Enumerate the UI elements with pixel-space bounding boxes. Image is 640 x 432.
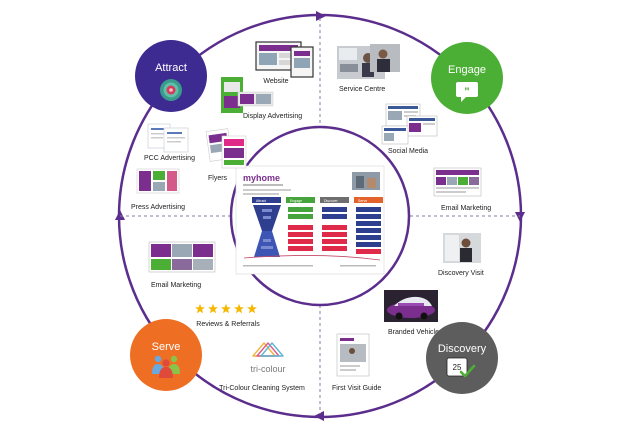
tricolour-logo-text: tri-colour <box>250 364 285 374</box>
ring-arrow-left <box>115 210 125 220</box>
calendar-number: 25 <box>453 363 462 372</box>
item-reviews-referrals: Reviews & Referrals <box>196 321 260 328</box>
item-email-marketing-left: Email Marketing <box>151 282 201 289</box>
center-brand: myhome <box>243 173 280 183</box>
ring-arrow-top <box>316 11 326 21</box>
item-first-visit-guide: First Visit Guide <box>332 385 381 392</box>
item-branded-vehicle: Branded Vehicle <box>388 329 439 336</box>
ring-arrow-right <box>515 212 525 222</box>
item-website: Website <box>263 78 288 85</box>
flyers-thumbnail <box>205 128 247 169</box>
pcc-advertising-thumbnail <box>147 123 189 153</box>
email-marketing-right-thumbnail <box>433 167 482 197</box>
star-icon <box>208 303 218 314</box>
center-panel-1: Attract <box>256 199 266 203</box>
item-press-advertising: Press Advertising <box>131 204 185 211</box>
star-icon <box>247 303 257 314</box>
website-thumbnail <box>255 41 314 78</box>
people-icon <box>152 355 180 378</box>
service-centre-thumbnail <box>337 44 400 79</box>
ring-arrow-bottom <box>314 411 324 421</box>
press-advertising-thumbnail <box>136 168 180 194</box>
email-marketing-left-thumbnail <box>148 241 216 273</box>
display-advertising-thumbnail <box>221 77 274 113</box>
branded-vehicle-thumbnail <box>384 290 438 322</box>
stage-discovery: Discovery 25 <box>426 322 498 394</box>
center-panel-3: Discover <box>324 199 338 203</box>
social-media-thumbnail <box>381 103 438 145</box>
target-icon <box>160 79 182 101</box>
stage-discovery-label: Discovery <box>438 343 487 355</box>
stage-engage-label: Engage <box>448 64 486 76</box>
center-panel-4: Serve <box>358 199 367 203</box>
stage-attract-label: Attract <box>155 62 187 74</box>
stage-attract: Attract <box>135 40 207 112</box>
item-pcc-advertising: PCC Advertising <box>144 155 195 162</box>
stage-engage: Engage " <box>431 42 503 114</box>
rating-stars <box>195 303 257 314</box>
discovery-visit-thumbnail <box>443 233 481 263</box>
stage-serve-label: Serve <box>152 341 181 353</box>
item-email-marketing-right: Email Marketing <box>441 205 491 212</box>
item-tricolour-cleaning: Tri-Colour Cleaning System <box>219 385 305 392</box>
item-flyers: Flyers <box>208 175 228 182</box>
center-plan-document: myhome Attract Engage Discover Serve <box>235 165 385 275</box>
svg-text:": " <box>464 86 469 98</box>
stage-serve: Serve <box>130 319 202 391</box>
star-icon <box>221 303 231 314</box>
speech-bubble-icon: " <box>456 82 478 102</box>
star-icon <box>195 303 205 314</box>
tricolour-logo: tri-colour <box>250 342 286 374</box>
first-visit-guide-thumbnail <box>336 333 370 377</box>
center-panel-2: Engage <box>290 199 302 203</box>
item-discovery-visit: Discovery Visit <box>438 270 484 277</box>
star-icon <box>234 303 244 314</box>
item-service-centre: Service Centre <box>339 86 385 93</box>
item-display-advertising: Display Advertising <box>243 113 302 120</box>
calendar-check-icon: 25 <box>446 357 476 378</box>
item-social-media: Social Media <box>388 148 428 155</box>
